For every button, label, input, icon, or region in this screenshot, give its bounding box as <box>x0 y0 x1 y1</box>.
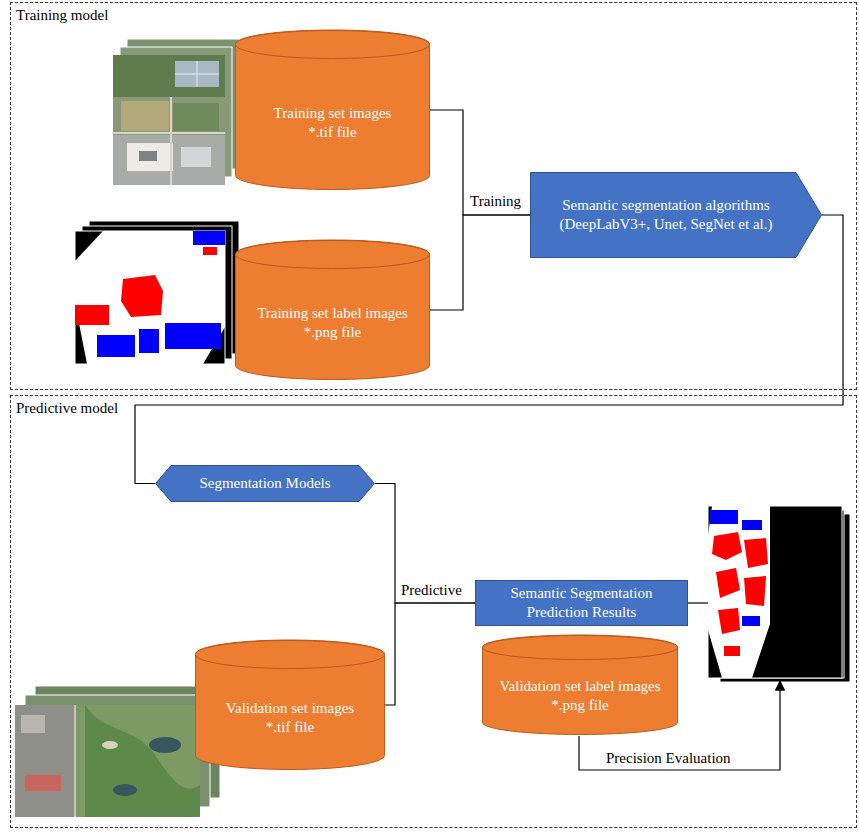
prediction-image-stack-part-part <box>742 616 760 626</box>
satellite-photo-stack-part-part <box>21 715 45 733</box>
node-label: Training set images *.tif file <box>265 104 400 142</box>
data-cylinder: Validation set label images *.png file <box>482 635 678 735</box>
satellite-photo-stack-part <box>113 55 225 185</box>
node-text-area: Semantic segmentation algorithms (DeepLa… <box>540 176 792 254</box>
satellite-photo-stack-part-part <box>173 103 219 131</box>
connector-line <box>430 110 530 215</box>
prediction-image-stack-part-part <box>716 568 740 598</box>
satellite-photo-stack-part-part <box>175 61 219 87</box>
edge-label: Predictive <box>401 581 462 600</box>
prediction-image-stack-part-part <box>744 538 768 568</box>
prediction-image-stack-part-part <box>724 646 740 656</box>
prediction-image-stack-part <box>708 506 842 678</box>
node-label: Validation set images *.tif file <box>218 699 363 737</box>
prediction-image-stack-part-part <box>708 506 770 678</box>
satellite-photo-stack-part-part <box>85 705 200 817</box>
prediction-image-stack-part-part <box>718 608 740 634</box>
satellite-photo-stack-part-part <box>175 61 219 87</box>
node-label: Validation set label images *.png file <box>490 677 670 715</box>
satellite-photo-stack-part-part <box>113 135 225 185</box>
satellite-photo-stack-part-part <box>181 147 211 167</box>
node-text-area: Validation set images *.tif file <box>203 670 377 766</box>
node-label: Semantic Segmentation Prediction Results <box>492 584 672 622</box>
process-box: Semantic Segmentation Prediction Results <box>475 580 688 626</box>
connector-line <box>385 603 475 705</box>
cylinder-body <box>196 640 385 770</box>
hexagon-outline <box>156 466 375 502</box>
region-heading: Training model <box>11 3 856 28</box>
edge-label-holder: Training <box>470 192 521 211</box>
edge-label-holder: Predictive <box>401 581 462 600</box>
group-region: Training modelTraining set images *.tif … <box>10 2 857 390</box>
edge-label: Training <box>470 192 521 211</box>
region-heading: Predictive model <box>11 396 856 421</box>
prediction-image-stack-part-part <box>710 510 738 524</box>
connector-line <box>430 215 530 310</box>
satellite-photo-stack-part-part <box>74 705 76 817</box>
cylinder-top <box>236 31 430 59</box>
label-image-stack-part-part <box>121 275 163 317</box>
cylinder-body <box>483 635 678 735</box>
node-label: Segmentation Models <box>199 474 330 493</box>
node-text-area: Training set label images *.png file <box>243 270 422 376</box>
model-hexagon: Segmentation Models <box>155 465 375 502</box>
data-cylinder: Validation set images *.tif file <box>195 640 385 770</box>
satellite-photo-stack-part <box>15 705 200 817</box>
data-cylinder: Training set images *.tif file <box>235 30 430 190</box>
satellite-photo-stack-part-part <box>113 97 225 185</box>
connector-line <box>375 484 475 604</box>
prediction-image-stack-part-part <box>708 506 842 678</box>
node-text-area: Validation set label images *.png file <box>490 661 670 731</box>
prediction-image-stack-part-part <box>712 532 742 560</box>
prediction-image-stack-part-part <box>742 520 762 530</box>
pentagon-outline <box>531 173 822 258</box>
node-text-area: Training set images *.tif file <box>243 60 422 186</box>
data-cylinder: Training set label images *.png file <box>235 240 430 380</box>
satellite-photo-stack-part-part <box>102 741 118 749</box>
satellite-photo-stack-part-part <box>113 55 225 185</box>
rect-outline <box>476 581 688 626</box>
cylinder-top <box>236 241 430 269</box>
label-image-stack-part-part <box>165 323 221 349</box>
satellite-photo-stack <box>15 686 220 817</box>
label-image-stack-part-part <box>75 231 225 364</box>
cylinder-top <box>483 636 678 660</box>
label-image-stack-part-part <box>193 231 225 245</box>
process-arrow-box: Semantic segmentation algorithms (DeepLa… <box>530 172 822 258</box>
label-image-stack-part-part <box>75 305 109 325</box>
label-image-stack-part <box>75 231 225 364</box>
satellite-photo-stack-part-part <box>25 775 61 791</box>
label-image-stack-part-part <box>75 231 225 364</box>
prediction-image-stack-part-part <box>744 576 766 606</box>
label-image-stack <box>75 221 239 364</box>
arrow-label: Precision Evaluation <box>606 749 731 768</box>
label-image-stack-part-part <box>203 247 217 255</box>
cylinder-body <box>236 240 430 380</box>
node-label: Training set label images *.png file <box>248 304 418 342</box>
satellite-photo-stack-part-part <box>113 784 137 796</box>
node-label: Semantic segmentation algorithms (DeepLa… <box>541 196 791 234</box>
label-image-stack-part-part <box>139 329 159 353</box>
satellite-photo-stack-part-part <box>127 143 173 171</box>
node-text-area: Segmentation Models <box>175 468 355 499</box>
satellite-photo-stack <box>113 39 239 185</box>
result-link-line <box>688 602 708 603</box>
label-holder: Precision Evaluation <box>606 749 731 768</box>
satellite-photo-stack-part-part <box>121 101 169 131</box>
label-image-stack-part-part <box>97 335 135 357</box>
satellite-photo-stack-part-part <box>113 55 225 97</box>
node-text-area: Semantic Segmentation Prediction Results <box>483 584 680 622</box>
cylinder-top <box>196 641 385 669</box>
satellite-photo-stack-part-part <box>15 705 200 817</box>
satellite-photo-stack-part-part <box>139 151 157 161</box>
satellite-photo-stack-part-part <box>15 705 75 817</box>
process-arrow-box-outline <box>530 172 822 258</box>
prediction-image-stack <box>708 506 850 682</box>
cylinder-body <box>236 30 430 190</box>
satellite-photo-stack-part-part <box>149 737 181 753</box>
